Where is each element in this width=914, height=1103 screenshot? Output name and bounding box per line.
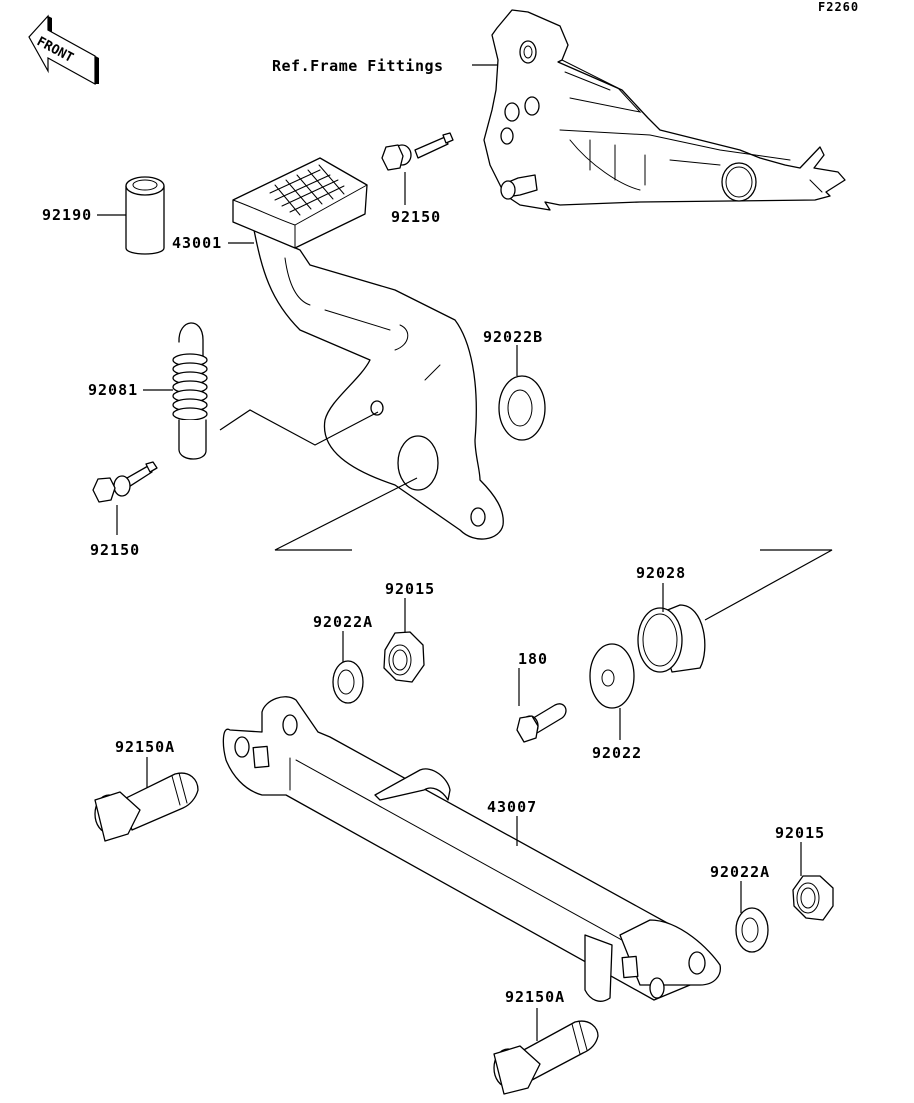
callout-label: 92022 <box>592 744 642 762</box>
brake-pedal-43001 <box>228 157 504 540</box>
callout-label: 180 <box>518 650 548 668</box>
callout-label: 92015 <box>385 580 435 598</box>
frame-fitting-bracket <box>483 9 846 211</box>
callout-label: 92081 <box>88 381 138 399</box>
callout-label: 92028 <box>636 564 686 582</box>
nut-92015-top <box>383 598 425 683</box>
brake-rod-43007 <box>222 696 721 1002</box>
washer-92022A-right <box>735 881 769 953</box>
reference-label: Ref.Frame Fittings <box>272 57 444 75</box>
front-arrow-icon: FRONT <box>28 14 99 86</box>
callout-label: 92150 <box>90 541 140 559</box>
bolt-92150-top <box>381 132 454 205</box>
washer-92022A-top <box>332 631 364 704</box>
diagram-code: F2260 <box>818 0 859 14</box>
callout-label: 92190 <box>42 206 92 224</box>
washer-92022 <box>589 643 635 740</box>
assembly-line <box>274 477 418 551</box>
callout-label: 43001 <box>172 234 222 252</box>
callout-label: 92022A <box>710 863 770 881</box>
collar-92028 <box>637 583 706 673</box>
bolt-92150A-left <box>94 757 199 842</box>
assembly-line <box>219 409 379 446</box>
spring-92081 <box>143 322 208 460</box>
callout-label: 92022B <box>483 328 543 346</box>
assembly-line <box>704 549 833 621</box>
callout-label: 92022A <box>313 613 373 631</box>
nut-92015-right <box>792 842 834 921</box>
callout-label: 92150A <box>505 988 565 1006</box>
callout-label: 43007 <box>487 798 537 816</box>
washer-92022B <box>498 345 546 441</box>
bolt-180 <box>516 668 567 743</box>
bolt-92150-left <box>92 461 158 535</box>
callout-label: 92015 <box>775 824 825 842</box>
callout-label: 92150 <box>391 208 441 226</box>
collar-92190 <box>97 176 165 255</box>
callout-label: 92150A <box>115 738 175 756</box>
bolt-92150A-bottom <box>493 1008 599 1095</box>
